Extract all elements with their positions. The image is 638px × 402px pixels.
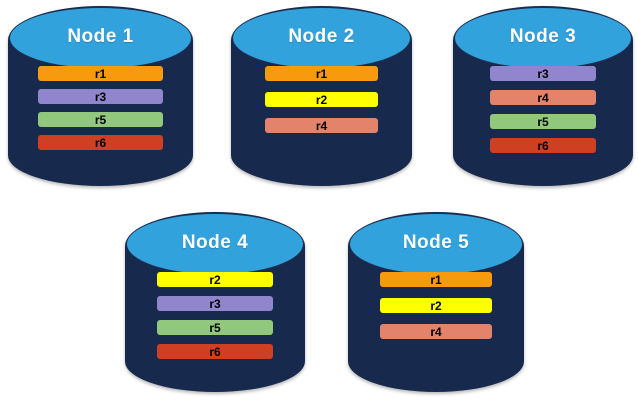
record-bar-r5[interactable]: r5	[38, 112, 163, 127]
record-bar-r5[interactable]: r5	[157, 320, 273, 335]
node-label: Node 3	[509, 26, 577, 47]
record-list: r1 r2 r4	[348, 212, 524, 392]
cylinder-top-icon	[9, 7, 192, 69]
record-bar-r6[interactable]: r6	[157, 344, 273, 359]
database-node-3[interactable]: Node 3 r3 r4 r5 r6	[453, 6, 633, 186]
node-label: Node 5	[402, 232, 470, 253]
node-label: Node 4	[181, 232, 249, 253]
record-list: r3 r4 r5 r6	[453, 6, 633, 186]
database-node-5[interactable]: Node 5 r1 r2 r4	[348, 212, 524, 392]
record-bar-r4[interactable]: r4	[490, 90, 596, 105]
record-bar-r1[interactable]: r1	[265, 66, 378, 81]
record-bar-r1[interactable]: r1	[38, 66, 163, 81]
cylinder-top-icon	[232, 7, 411, 69]
record-bar-r2[interactable]: r2	[157, 272, 273, 287]
record-bar-r4[interactable]: r4	[265, 118, 378, 133]
node-label: Node 1	[67, 26, 134, 47]
record-bar-r2[interactable]: r2	[380, 298, 492, 313]
record-bar-r3[interactable]: r3	[490, 66, 596, 81]
record-bar-r6[interactable]: r6	[38, 135, 163, 150]
node-label: Node 2	[288, 26, 355, 47]
record-bar-r3[interactable]: r3	[38, 89, 163, 104]
database-node-2[interactable]: Node 2 r1 r2 r4	[231, 6, 412, 186]
record-bar-r2[interactable]: r2	[265, 92, 378, 107]
record-list: r1 r2 r4	[231, 6, 412, 186]
record-bar-r4[interactable]: r4	[380, 324, 492, 339]
database-node-4[interactable]: Node 4 r2 r3 r5 r6	[125, 212, 305, 392]
record-list: r2 r3 r5 r6	[125, 212, 305, 392]
record-list: r1 r3 r5 r6	[8, 6, 193, 186]
record-bar-r1[interactable]: r1	[380, 272, 492, 287]
cylinder-top-icon	[454, 7, 632, 69]
cylinder-top-icon	[349, 213, 523, 275]
record-bar-r6[interactable]: r6	[490, 138, 596, 153]
record-bar-r3[interactable]: r3	[157, 296, 273, 311]
record-bar-r5[interactable]: r5	[490, 114, 596, 129]
database-node-1[interactable]: Node 1 r1 r3 r5 r6	[8, 6, 193, 186]
cylinder-top-icon	[126, 213, 304, 275]
